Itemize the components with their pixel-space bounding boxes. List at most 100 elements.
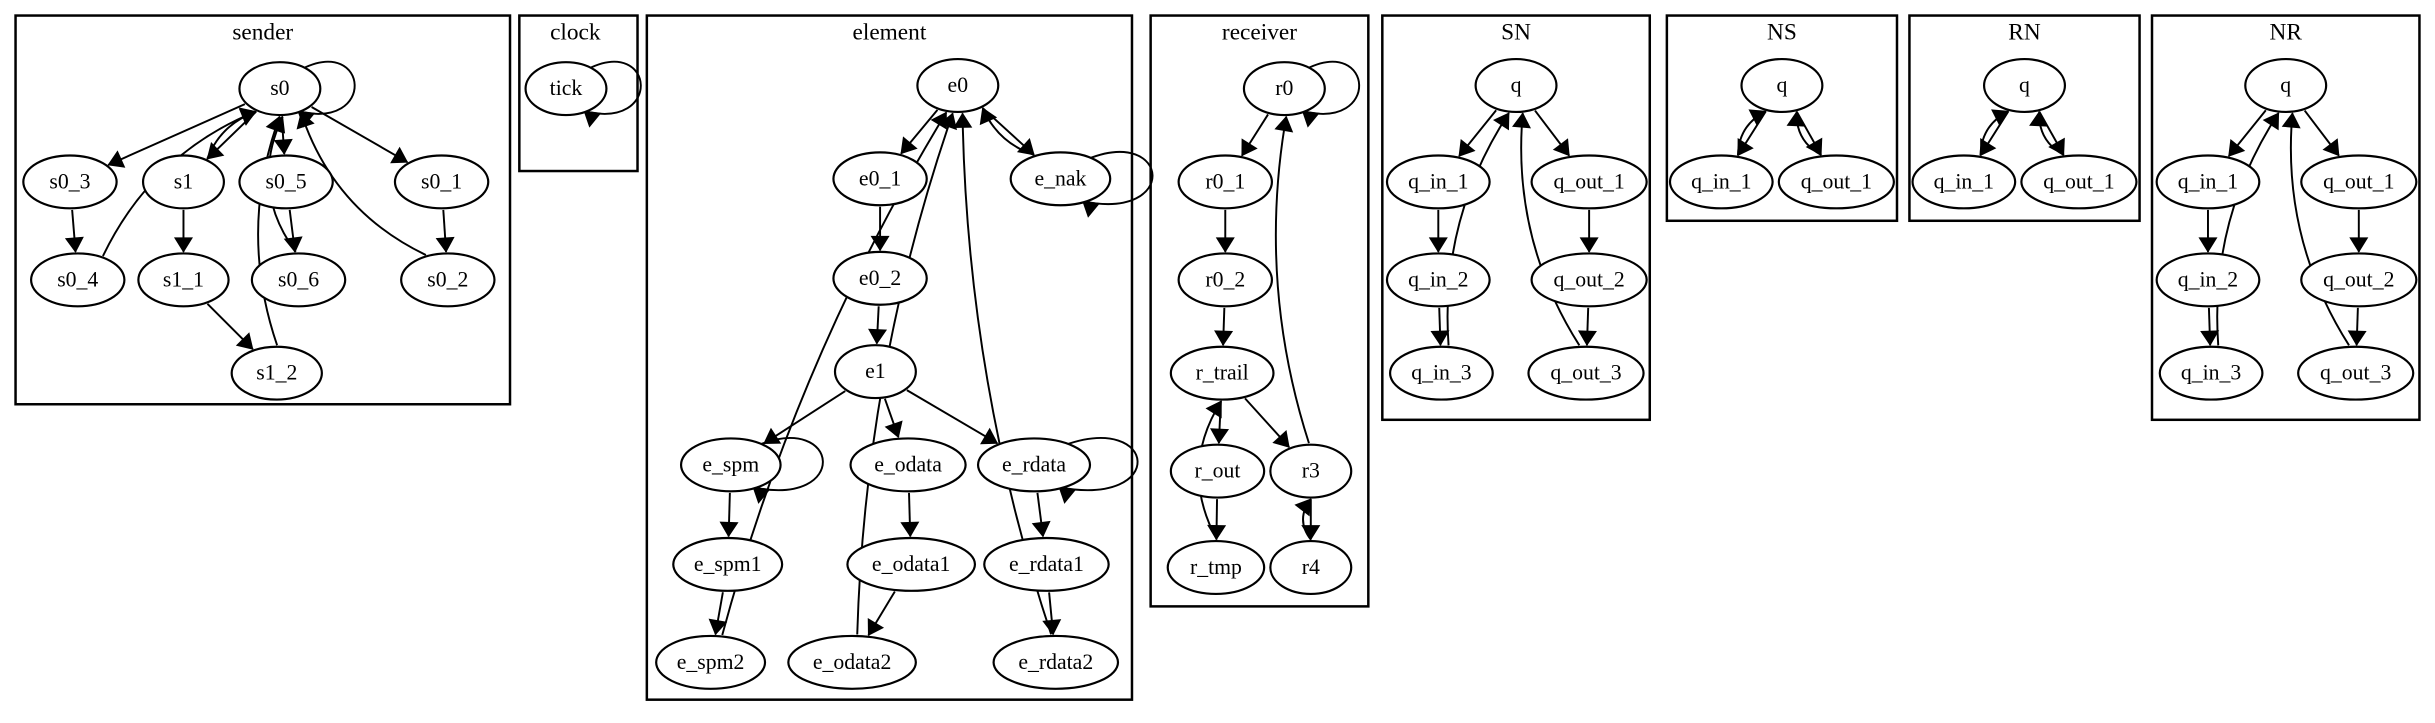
node-element-e_odata2[interactable]: e_odata2	[787, 634, 917, 690]
node-SN-q_in_2[interactable]: q_in_2	[1385, 252, 1491, 308]
node-shape[interactable]	[1527, 345, 1645, 401]
node-SN-q_in_3[interactable]: q_in_3	[1389, 345, 1494, 401]
node-receiver-r0_1[interactable]: r0_1	[1177, 154, 1274, 210]
node-shape[interactable]	[1982, 57, 2067, 114]
node-shape[interactable]	[400, 252, 496, 308]
node-shape[interactable]	[1009, 151, 1112, 207]
node-shape[interactable]	[2297, 345, 2415, 401]
node-NR-q_out_3[interactable]: q_out_3	[2297, 345, 2415, 401]
node-shape[interactable]	[2244, 57, 2328, 114]
node-receiver-r_trail[interactable]: r_trail	[1169, 345, 1275, 401]
node-element-e_nak[interactable]: e_nak	[1009, 151, 1112, 207]
node-element-e_odata1[interactable]: e_odata1	[846, 536, 977, 592]
node-RN-q_out_1[interactable]: q_out_1	[2020, 154, 2138, 210]
node-shape[interactable]	[141, 154, 225, 210]
node-shape[interactable]	[976, 437, 1092, 493]
node-element-e_rdata2[interactable]: e_rdata2	[992, 634, 1120, 690]
node-receiver-r4[interactable]: r4	[1269, 539, 1353, 596]
node-shape[interactable]	[1169, 345, 1275, 401]
node-shape[interactable]	[1911, 154, 2017, 210]
node-clock-tick[interactable]: tick	[524, 61, 608, 117]
node-sender-s0_2[interactable]: s0_2	[400, 252, 496, 308]
node-shape[interactable]	[2155, 154, 2261, 210]
node-shape[interactable]	[1269, 539, 1353, 596]
node-shape[interactable]	[524, 61, 608, 117]
node-sender-s1_2[interactable]: s1_2	[230, 345, 323, 401]
node-shape[interactable]	[787, 634, 917, 690]
node-RN-q[interactable]: q	[1982, 57, 2067, 114]
node-sender-s1_1[interactable]: s1_1	[137, 252, 230, 308]
node-shape[interactable]	[1530, 252, 1648, 308]
node-sender-s0_5[interactable]: s0_5	[238, 154, 334, 210]
node-sender-s0_1[interactable]: s0_1	[393, 154, 490, 210]
node-shape[interactable]	[393, 154, 490, 210]
node-shape[interactable]	[2300, 252, 2418, 308]
node-shape[interactable]	[1166, 539, 1266, 596]
node-element-e_spm1[interactable]: e_spm1	[672, 536, 784, 592]
node-shape[interactable]	[832, 250, 928, 306]
node-shape[interactable]	[655, 634, 767, 690]
node-shape[interactable]	[1269, 443, 1353, 499]
node-shape[interactable]	[238, 61, 322, 117]
node-shape[interactable]	[1740, 57, 1824, 114]
node-shape[interactable]	[1169, 443, 1266, 499]
node-shape[interactable]	[238, 154, 334, 210]
node-element-e_spm2[interactable]: e_spm2	[655, 634, 767, 690]
node-sender-s0[interactable]: s0	[238, 61, 322, 117]
node-NR-q_in_3[interactable]: q_in_3	[2158, 345, 2264, 401]
node-shape[interactable]	[2300, 154, 2418, 210]
node-NR-q_out_2[interactable]: q_out_2	[2300, 252, 2418, 308]
node-shape[interactable]	[833, 344, 917, 400]
node-element-e_odata[interactable]: e_odata	[849, 437, 967, 493]
node-sender-s0_4[interactable]: s0_4	[30, 252, 126, 308]
node-shape[interactable]	[30, 252, 126, 308]
node-shape[interactable]	[1530, 154, 1648, 210]
node-shape[interactable]	[1177, 154, 1274, 210]
node-NR-q_in_1[interactable]: q_in_1	[2155, 154, 2261, 210]
node-element-e0_2[interactable]: e0_2	[832, 250, 928, 306]
node-shape[interactable]	[983, 536, 1110, 592]
node-shape[interactable]	[849, 437, 967, 493]
node-NR-q_in_2[interactable]: q_in_2	[2155, 252, 2261, 308]
node-sender-s1[interactable]: s1	[141, 154, 225, 210]
node-sender-s0_3[interactable]: s0_3	[22, 154, 118, 210]
node-receiver-r_out[interactable]: r_out	[1169, 443, 1266, 499]
node-receiver-r0[interactable]: r0	[1242, 61, 1326, 117]
node-receiver-r_tmp[interactable]: r_tmp	[1166, 539, 1266, 596]
node-SN-q_out_2[interactable]: q_out_2	[1530, 252, 1648, 308]
node-shape[interactable]	[1385, 154, 1491, 210]
node-shape[interactable]	[250, 252, 347, 308]
node-shape[interactable]	[832, 151, 928, 207]
node-SN-q_out_1[interactable]: q_out_1	[1530, 154, 1648, 210]
node-NR-q_out_1[interactable]: q_out_1	[2300, 154, 2418, 210]
node-shape[interactable]	[1389, 345, 1494, 401]
node-element-e1[interactable]: e1	[833, 344, 917, 400]
node-shape[interactable]	[137, 252, 230, 308]
node-element-e_spm[interactable]: e_spm	[679, 437, 782, 493]
node-receiver-r0_2[interactable]: r0_2	[1177, 252, 1274, 308]
node-shape[interactable]	[22, 154, 118, 210]
node-SN-q[interactable]: q	[1474, 57, 1558, 114]
node-shape[interactable]	[992, 634, 1120, 690]
node-shape[interactable]	[1385, 252, 1491, 308]
node-element-e_rdata1[interactable]: e_rdata1	[983, 536, 1110, 592]
node-NR-q[interactable]: q	[2244, 57, 2328, 114]
node-receiver-r3[interactable]: r3	[1269, 443, 1353, 499]
node-shape[interactable]	[2020, 154, 2138, 210]
node-NS-q_out_1[interactable]: q_out_1	[1777, 154, 1895, 210]
node-SN-q_in_1[interactable]: q_in_1	[1385, 154, 1491, 210]
node-NS-q[interactable]: q	[1740, 57, 1824, 114]
node-shape[interactable]	[1242, 61, 1326, 117]
node-element-e0[interactable]: e0	[916, 57, 1000, 114]
node-SN-q_out_3[interactable]: q_out_3	[1527, 345, 1645, 401]
node-shape[interactable]	[679, 437, 782, 493]
node-shape[interactable]	[1474, 57, 1558, 114]
node-element-e0_1[interactable]: e0_1	[832, 151, 928, 207]
node-shape[interactable]	[2155, 252, 2261, 308]
node-shape[interactable]	[846, 536, 977, 592]
node-shape[interactable]	[230, 345, 323, 401]
node-RN-q_in_1[interactable]: q_in_1	[1911, 154, 2017, 210]
node-shape[interactable]	[1177, 252, 1274, 308]
node-shape[interactable]	[672, 536, 784, 592]
node-shape[interactable]	[916, 57, 1000, 114]
